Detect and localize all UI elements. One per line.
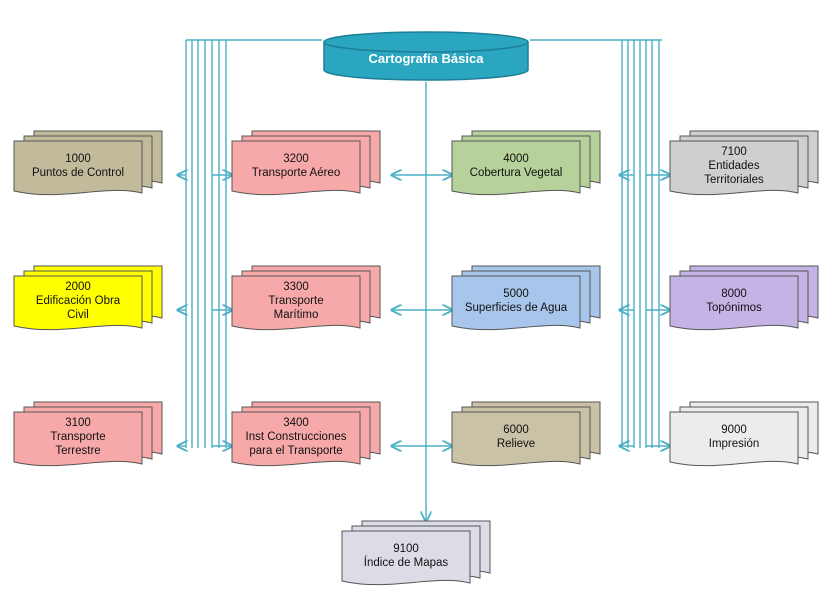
document-sheet-3	[669, 411, 799, 467]
document-sheet-3	[13, 140, 143, 196]
root-node-cartografia-basica: Cartografía Básica	[320, 30, 532, 82]
node-title-line: Terrestre	[55, 445, 101, 457]
node-code: 3400	[283, 417, 309, 429]
document-stack-icon	[231, 130, 381, 196]
node-code: 3100	[65, 417, 91, 429]
node-title-line: Impresión	[708, 438, 760, 450]
document-stack-icon	[669, 401, 819, 467]
node-title-line: Marítimo	[273, 309, 319, 321]
document-stack-icon	[231, 265, 381, 331]
node-title-line: Transporte	[50, 431, 106, 443]
document-stack-icon	[451, 401, 601, 467]
document-sheet-3	[451, 275, 581, 331]
node-title-line: Superficies de Agua	[464, 302, 568, 314]
node-title-line: Territoriales	[704, 174, 764, 186]
document-stack-icon	[13, 265, 163, 331]
node-title-line: Entidades	[708, 160, 760, 172]
node-title-line: Cobertura Vegetal	[469, 167, 563, 179]
document-sheet-3	[669, 140, 799, 196]
document-stack-icon	[669, 130, 819, 196]
document-stack-icon	[669, 265, 819, 331]
node-title-line: Edificación Obra	[35, 295, 121, 307]
database-cylinder-icon	[323, 31, 529, 81]
node-code: 3200	[283, 153, 309, 165]
node-code: 9100	[393, 543, 419, 555]
document-sheet-3	[231, 411, 361, 467]
node-code: 2000	[65, 281, 91, 293]
node-title-line: Puntos de Control	[31, 167, 125, 179]
node-code: 6000	[503, 424, 529, 436]
node-code: 4000	[503, 153, 529, 165]
root-label: Cartografía Básica	[368, 50, 484, 66]
node-code: 3300	[283, 281, 309, 293]
node-code: 9000	[721, 424, 747, 436]
node-code: 7100	[721, 146, 747, 158]
node-code: 8000	[721, 288, 747, 300]
document-stack-icon	[451, 130, 601, 196]
document-stack-icon	[341, 520, 491, 586]
document-sheet-3	[669, 275, 799, 331]
document-stack-icon	[231, 401, 381, 467]
document-stack-icon	[451, 265, 601, 331]
document-sheet-3	[451, 411, 581, 467]
node-code: 1000	[65, 153, 91, 165]
node-title-line: Índice de Mapas	[363, 557, 449, 569]
node-title-line: Topónimos	[706, 302, 762, 314]
document-sheet-3	[451, 140, 581, 196]
node-title-line: para el Transporte	[249, 445, 343, 457]
node-code: 5000	[503, 288, 529, 300]
document-sheet-3	[341, 530, 471, 586]
document-sheet-3	[13, 275, 143, 331]
document-stack-icon	[13, 401, 163, 467]
node-title-line: Relieve	[496, 438, 536, 450]
node-title-line: Inst Construcciones	[245, 431, 347, 443]
node-title-line: Transporte	[268, 295, 324, 307]
document-sheet-3	[231, 140, 361, 196]
node-title-line: Transporte Aéreo	[251, 167, 341, 179]
document-sheet-3	[231, 275, 361, 331]
document-sheet-3	[13, 411, 143, 467]
node-title-line: Civil	[67, 309, 89, 321]
document-stack-icon	[13, 130, 163, 196]
